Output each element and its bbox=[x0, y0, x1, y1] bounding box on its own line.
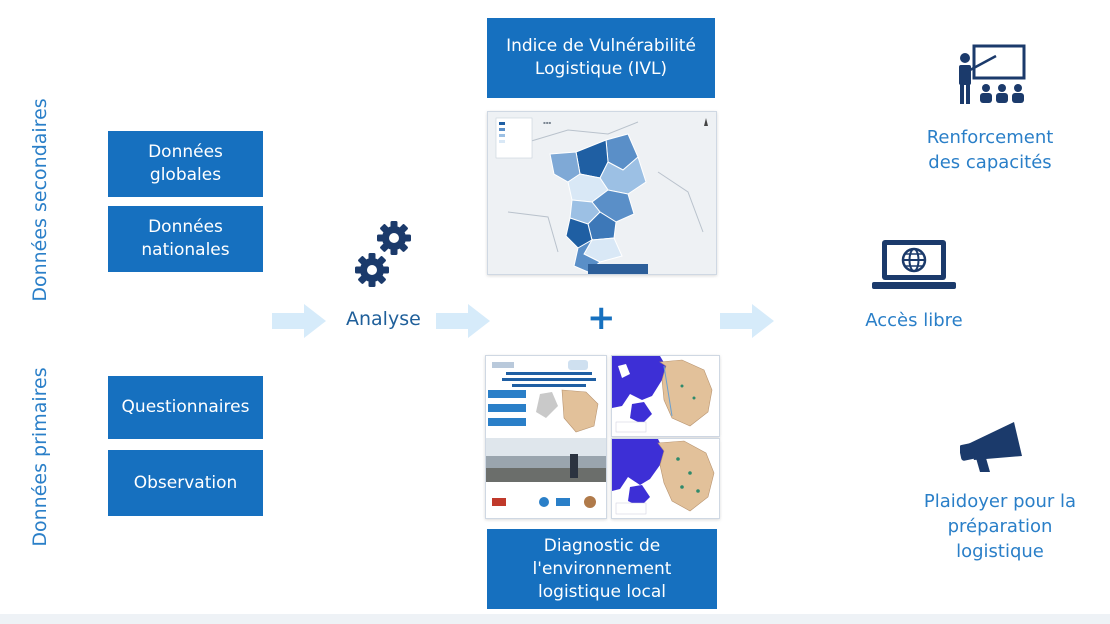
diagnostic-map-bottom bbox=[611, 438, 720, 519]
diagnostic-report-cover bbox=[485, 355, 607, 519]
national-data-text: Données nationales bbox=[141, 217, 230, 260]
svg-text:▪▪▪: ▪▪▪ bbox=[543, 120, 551, 125]
capacity-building-label: Renforcement des capacités bbox=[926, 127, 1054, 173]
observation-box: Observation bbox=[108, 450, 263, 516]
arrow-right-icon bbox=[720, 304, 774, 338]
megaphone-icon bbox=[960, 422, 1022, 472]
laptop-globe-icon bbox=[872, 240, 956, 289]
ivl-title-box: Indice de Vulnérabilité Logistique (IVL) bbox=[487, 18, 715, 98]
secondary-data-label: Données secondaires bbox=[29, 98, 51, 302]
arrow-right-icon bbox=[436, 304, 490, 338]
diagnostic-title-text: Diagnostic de l'environnement logistique… bbox=[532, 535, 672, 602]
plus-sign: + bbox=[587, 298, 616, 338]
questionnaires-box: Questionnaires bbox=[108, 376, 263, 439]
observation-text: Observation bbox=[133, 472, 238, 493]
advocacy-label: Plaidoyer pour la préparation logistique bbox=[923, 491, 1077, 562]
training-presentation-icon bbox=[959, 44, 1026, 104]
global-data-box: Données globales bbox=[108, 131, 263, 197]
global-data-text: Données globales bbox=[148, 142, 223, 185]
ivl-map-thumbnail: ▪▪▪ bbox=[487, 111, 717, 275]
footer-strip bbox=[0, 614, 1110, 624]
ivl-title-text: Indice de Vulnérabilité Logistique (IVL) bbox=[506, 36, 696, 79]
questionnaires-text: Questionnaires bbox=[121, 397, 250, 417]
open-access-label: Accès libre bbox=[865, 310, 963, 331]
analysis-label: Analyse bbox=[346, 308, 421, 330]
diagnostic-map-top bbox=[611, 355, 720, 437]
gears-icon bbox=[355, 221, 411, 287]
primary-data-label: Données primaires bbox=[29, 367, 51, 547]
arrow-right-icon bbox=[272, 304, 326, 338]
diagnostic-title-box: Diagnostic de l'environnement logistique… bbox=[487, 529, 717, 609]
national-data-box: Données nationales bbox=[108, 206, 263, 272]
